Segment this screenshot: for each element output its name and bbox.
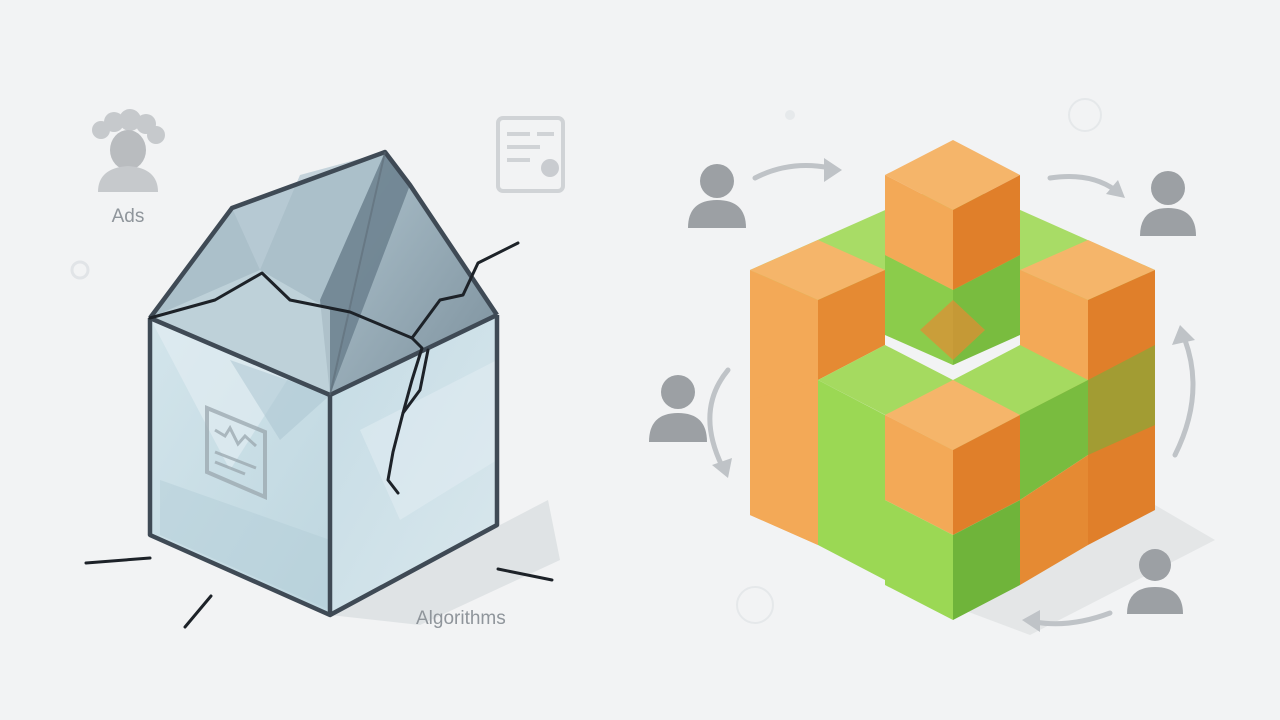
curved-arrow-icon (752, 158, 842, 182)
curved-arrow-icon (707, 367, 732, 478)
block-structure (750, 140, 1215, 635)
background-decor (70, 98, 1102, 624)
impact-lines (84, 556, 554, 629)
document-chart-icon (205, 405, 267, 501)
curved-arrow-icon (1022, 610, 1113, 632)
people-icons (649, 164, 1196, 614)
ads-label: Ads (112, 206, 145, 227)
glass-box (84, 149, 560, 629)
top-cube (885, 140, 1020, 210)
glass-box-shadow (330, 500, 560, 625)
person-icon (1140, 171, 1196, 236)
person-icon (649, 375, 707, 442)
person-with-curly-hair-icon (92, 109, 165, 192)
curved-arrow-icon (1172, 325, 1196, 458)
glass-crack (148, 241, 520, 495)
document-icon (496, 116, 565, 193)
curved-arrow-icon (1047, 174, 1125, 198)
person-icon (1127, 549, 1183, 614)
algorithms-label: Algorithms (416, 608, 506, 629)
person-icon (688, 164, 746, 228)
flow-arrows (707, 158, 1196, 632)
